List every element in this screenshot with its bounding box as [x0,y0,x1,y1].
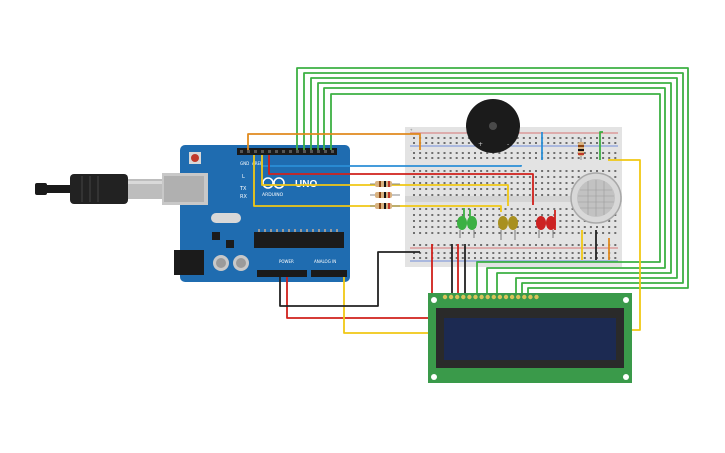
label-l: L [242,174,245,180]
wire-orange-gnd[interactable] [247,133,421,150]
wire-red-power[interactable] [286,244,433,319]
piezo-buzzer[interactable]: + - [466,99,520,153]
wire-green-2[interactable] [303,72,684,296]
arduino-uno-board[interactable]: GND AREF L TX RX UNO ARDUINO POWER [162,145,350,282]
wire-green-7[interactable] [599,131,603,160]
power-header [257,270,307,277]
digital-header [237,148,337,155]
led-green-pair[interactable] [457,216,477,238]
lcd-pins [442,294,539,300]
breadboard-channel [405,196,622,202]
label-analog-in: ANALOG IN [314,259,336,264]
label-aref: AREF [252,161,263,166]
lcd-screen [444,318,616,360]
buzzer-minus-label: - [507,141,509,148]
resistor-2[interactable] [370,192,400,198]
buzzer-hole-icon [489,122,497,130]
wires [247,67,689,334]
gas-sensor[interactable] [570,172,622,224]
rail-minus-label: - [410,148,412,153]
board-brand: ARDUINO [262,192,284,198]
resistor-4[interactable] [578,138,584,160]
label-tx: TX [239,186,247,192]
leds [457,216,556,240]
power-jack [174,250,204,275]
resistor-1[interactable] [370,181,400,187]
label-gnd: GND [240,161,249,166]
wire-green-6[interactable] [330,93,661,296]
wire-green-3[interactable] [310,77,678,296]
wire-black-gnd[interactable] [279,251,420,307]
usb-cable[interactable] [35,174,162,204]
lcd-16x2[interactable] [428,293,632,383]
arduino-logo-icon [262,177,285,189]
led-yellow-pair[interactable] [498,216,518,240]
wire-red-5v[interactable] [268,155,534,205]
label-rx: RX [240,194,247,200]
buzzer-plus-label: + [478,141,483,148]
wire-green-4[interactable] [317,82,672,296]
led-red-pair[interactable] [536,216,556,238]
resistors [370,138,584,209]
crystal [211,213,241,223]
wire-green-1[interactable] [296,67,689,296]
label-power: POWER [279,259,294,264]
rail-plus-label: + [410,127,413,132]
analog-header [311,270,347,277]
wire-green-5[interactable] [323,87,666,296]
resistor-3[interactable] [370,203,400,209]
microcontroller-chip [254,232,344,248]
